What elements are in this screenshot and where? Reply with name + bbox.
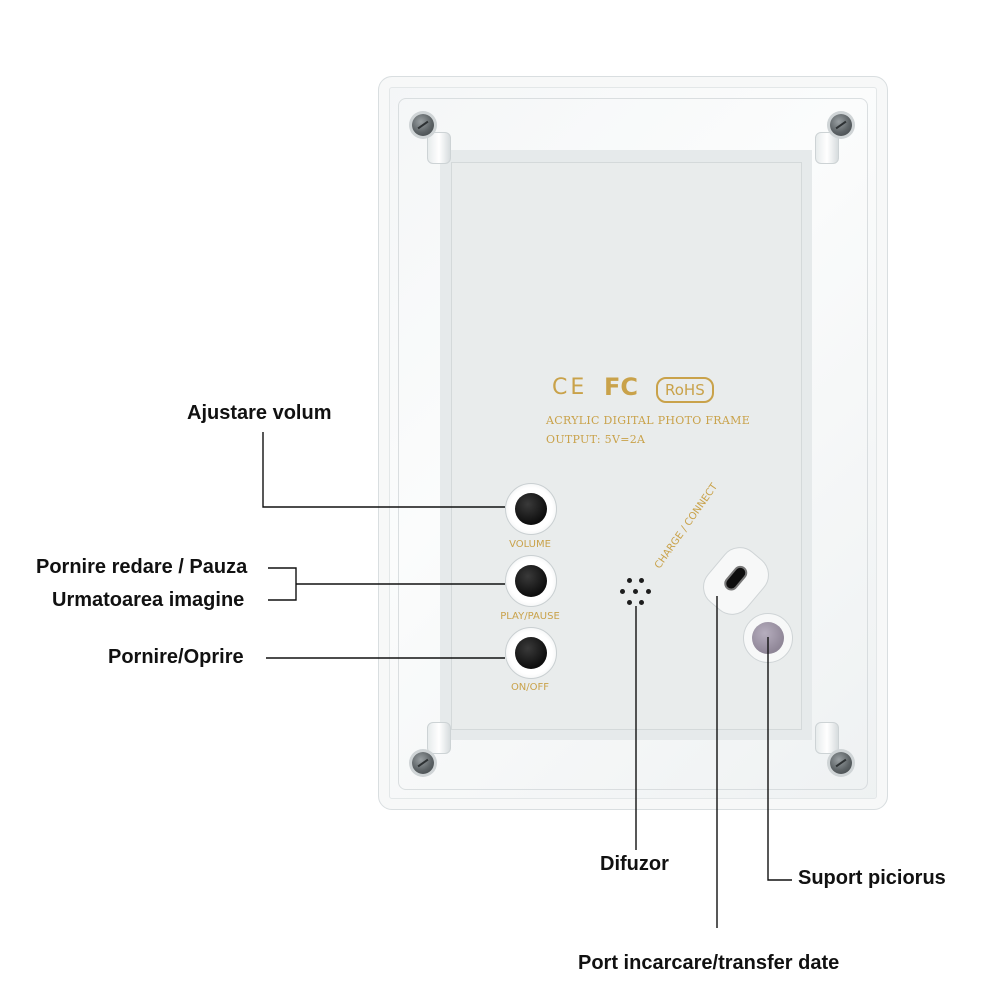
standoff-top-left [427,132,451,164]
speaker-hole [639,600,644,605]
standoff-bottom-left [427,722,451,754]
volume-button-label: VOLUME [509,539,551,550]
speaker-hole [639,578,644,583]
speaker-hole [633,589,638,594]
ce-mark-icon: CE [552,375,588,400]
power-button[interactable] [505,627,557,679]
speaker-hole [646,589,651,594]
output-spec: OUTPUT: 5V=2A [546,433,646,446]
port-callout: Port incarcare/transfer date [578,952,840,974]
product-name: ACRYLIC DIGITAL PHOTO FRAME [546,414,751,427]
volume-callout-line [262,432,505,508]
speaker-hole [627,578,632,583]
speaker-hole [620,589,625,594]
play-pause-callout: Pornire redare / Pauza [36,556,248,578]
standoff-top-right [815,132,839,164]
screw-top-right-icon [830,114,852,136]
play-pause-button-cap [515,565,547,597]
frame-edge [398,98,868,790]
fc-mark-icon: FC [604,373,639,401]
volume-callout: Ajustare volum [187,402,332,424]
speaker-callout: Difuzor [600,853,669,875]
rohs-mark-icon: RoHS [656,377,714,403]
next-image-callout: Urmatoarea imagine [52,589,245,611]
standoff-bottom-right [815,722,839,754]
power-button-label: ON/OFF [510,682,550,693]
screw-bottom-right-icon [830,752,852,774]
volume-button-cap [515,493,547,525]
play-pause-bracket [268,567,297,601]
screw-bottom-left-icon [412,752,434,774]
stand-callout: Suport piciorus [798,867,946,889]
speaker-hole [627,600,632,605]
stand-callout-line [767,637,792,881]
power-button-cap [515,637,547,669]
play-pause-button[interactable] [505,555,557,607]
volume-button[interactable] [505,483,557,535]
play-pause-button-label: PLAY/PAUSE [500,611,560,622]
screw-top-left-icon [412,114,434,136]
power-callout: Pornire/Oprire [108,646,244,668]
